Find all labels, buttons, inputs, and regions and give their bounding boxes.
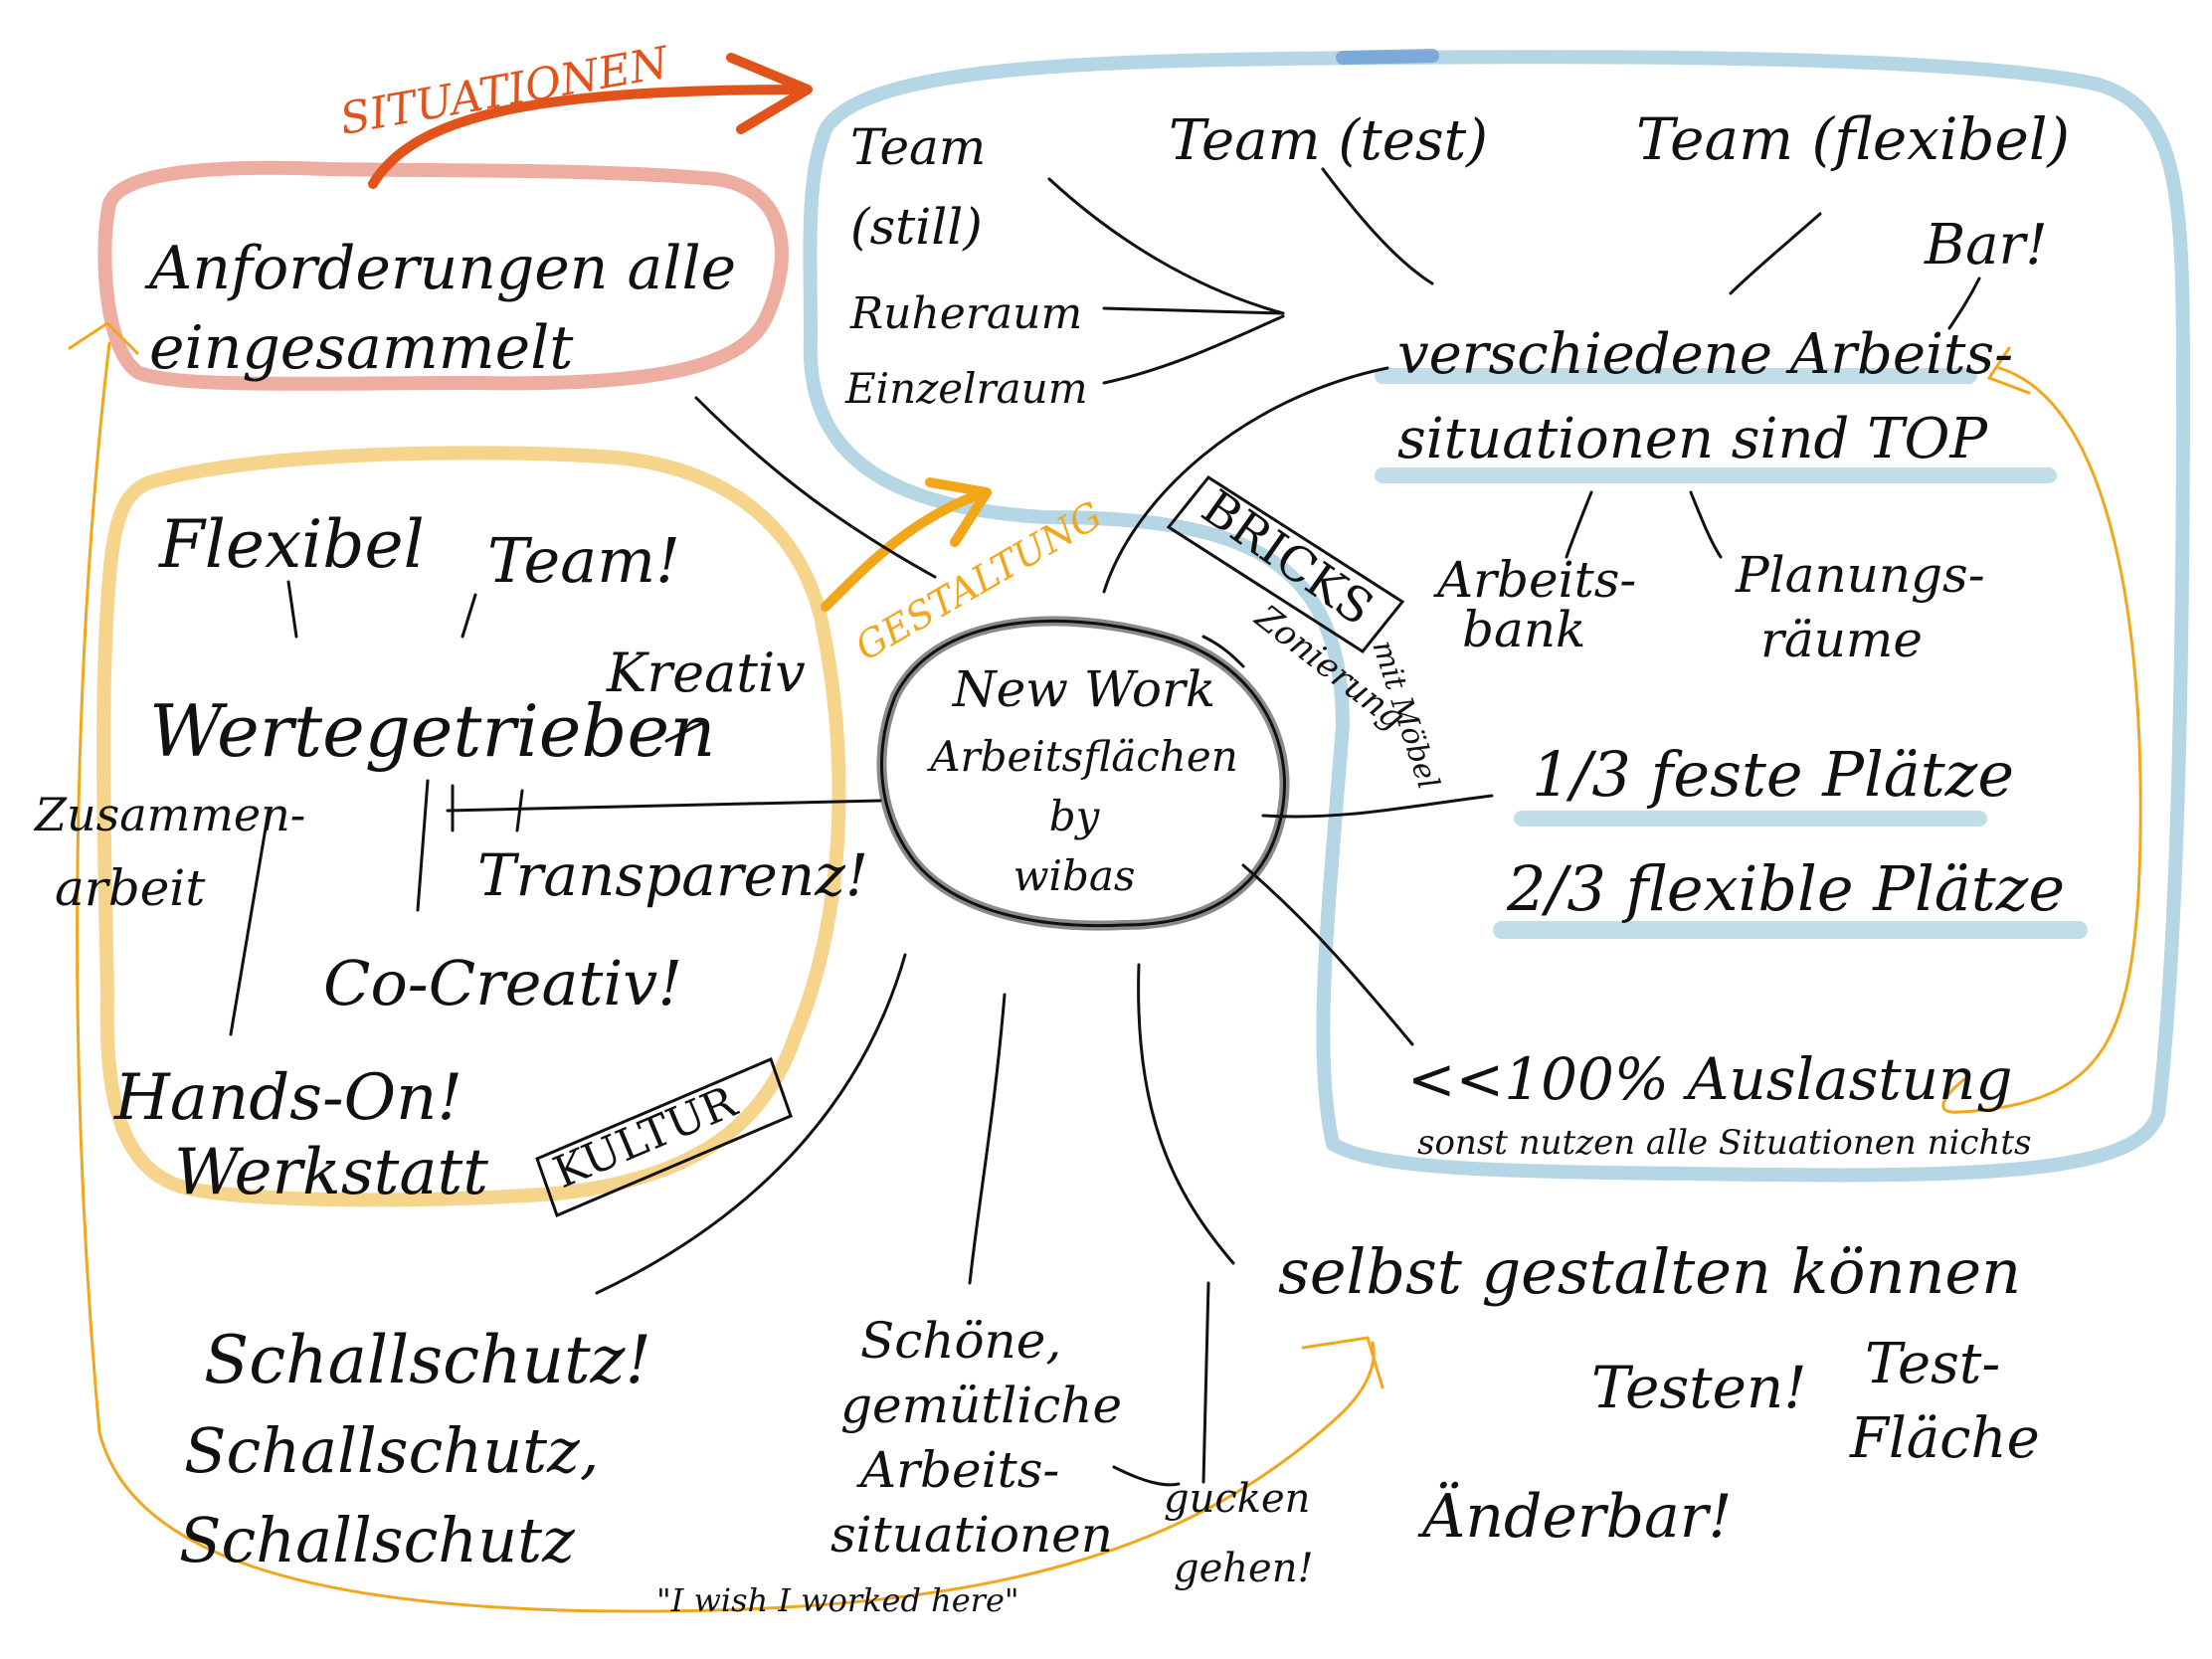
line-center-to-yellow — [446, 799, 882, 813]
kreativ-tick — [664, 719, 708, 743]
line-arbeitsbank — [1565, 490, 1593, 559]
gestaltung-arrow — [821, 487, 990, 612]
line-ruheraum — [1102, 306, 1285, 315]
red-region-outline — [97, 160, 789, 391]
line-team-flexibel — [1729, 212, 1822, 295]
line-team-still — [1047, 177, 1285, 315]
schoene-3: Arbeits- — [856, 1441, 1059, 1499]
gucken-1: gucken — [1164, 1476, 1310, 1522]
line-schoene-to-gucken — [1112, 1465, 1181, 1487]
schoene-2: gemütliche — [840, 1377, 1122, 1434]
verschiedene-line-2: situationen sind TOP — [1397, 407, 1988, 471]
team-test-label: Team (test) — [1169, 108, 1488, 173]
team-tick — [461, 593, 477, 639]
center-line-1: New Work — [952, 660, 1215, 718]
sonst-label: sonst nutzen alle Situationen nichts — [1417, 1123, 2031, 1163]
blue-region-outline — [803, 50, 2191, 1183]
line-center-to-verschiedene — [1102, 366, 1389, 594]
center-line-4: wibas — [1014, 851, 1136, 900]
line-team-test — [1321, 167, 1434, 285]
line-gucken-vertical — [1201, 1281, 1210, 1484]
line-einzelraum — [1102, 314, 1285, 385]
gestaltung-arrowhead — [925, 477, 992, 547]
auslastung-label: <<100% Auslastung — [1407, 1045, 2013, 1113]
arbeitsbank-line-1: Arbeits- — [1433, 551, 1636, 609]
kreativ-label: Kreativ — [606, 642, 806, 704]
center-line-3: by — [1049, 792, 1101, 840]
bar-label: Bar! — [1924, 213, 2048, 277]
orange-loop-left — [76, 341, 1376, 1613]
schoene-1: Schöne, — [860, 1312, 1061, 1370]
co-creativ-label: Co-Creativ! — [323, 947, 682, 1019]
schallschutz-2: Schallschutz, — [184, 1414, 599, 1487]
testflaeche-2: Fläche — [1849, 1406, 2040, 1471]
line-center-to-schoene — [968, 993, 1007, 1285]
planung-line-2: räume — [1760, 611, 1923, 668]
zusammenarbeit-tick — [229, 809, 271, 1036]
aenderbar-label: Änderbar! — [1417, 1482, 1733, 1552]
wish-label: "I wish I worked here" — [656, 1581, 1019, 1619]
situationen-arrowhead — [726, 53, 813, 134]
einzelraum-label: Einzelraum — [844, 364, 1088, 413]
team-still-1: Team — [850, 118, 986, 176]
red-line-2: eingesammelt — [149, 313, 574, 383]
transparenz-label: Transparenz! — [477, 841, 868, 909]
planung-line-1: Planungs- — [1735, 546, 1985, 604]
schallschutz-1: Schallschutz! — [204, 1322, 651, 1398]
orange-loop-bottom-head — [1301, 1336, 1384, 1389]
gucken-2: gehen! — [1174, 1546, 1314, 1591]
ruheraum-label: Ruheraum — [849, 288, 1082, 339]
schoene-4: situationen — [830, 1506, 1113, 1564]
line-center-to-schallschutz — [595, 953, 907, 1295]
zusammenarbeit-line-1: Zusammen- — [33, 788, 305, 841]
flexible-label: 2/3 flexible Plätze — [1506, 852, 2065, 925]
verschiedene-line-1: verschiedene Arbeits- — [1397, 322, 2013, 387]
situationen-label: SITUATIONEN — [336, 37, 673, 144]
situationen-arrow — [368, 85, 811, 189]
kultur-box — [535, 1056, 793, 1218]
wertegetrieben-divider-a — [416, 779, 430, 912]
gestaltung-label: GESTALTUNG — [848, 493, 1110, 669]
schallschutz-3: Schallschutz — [179, 1504, 575, 1576]
red-line-1: Anforderungen alle — [144, 234, 736, 303]
line-red-to-center — [694, 396, 937, 579]
line-center-to-auslastung — [1241, 863, 1414, 1046]
line-bar — [1947, 276, 1981, 330]
selbst-label: selbst gestalten können — [1278, 1235, 2021, 1308]
testflaeche-1: Test- — [1865, 1332, 2000, 1396]
orange-loop-left-head — [68, 321, 139, 355]
orange-loop-right — [1941, 366, 2142, 1114]
team-flexibel-label: Team (flexibel) — [1636, 105, 2070, 173]
team-label: Team! — [487, 524, 680, 597]
line-center-to-feste — [1261, 794, 1494, 819]
bricks-box — [1166, 475, 1405, 653]
flexibel-label: Flexibel — [158, 506, 425, 583]
blue-top-mark — [1336, 49, 1439, 65]
transparenz-tick — [515, 789, 524, 832]
center-line-2: Arbeitsflächen — [926, 732, 1238, 781]
arbeitsbank-line-2: bank — [1462, 601, 1585, 658]
hands-on-label: Hands-On! — [113, 1061, 462, 1135]
feste-label: 1/3 feste Plätze — [1532, 738, 2014, 811]
team-still-2: (still) — [850, 198, 983, 256]
line-center-to-bricks — [1201, 635, 1245, 668]
testen-label: Testen! — [1591, 1354, 1807, 1421]
zusammenarbeit-line-2: arbeit — [55, 859, 206, 917]
werkstatt-label: Werkstatt — [174, 1136, 488, 1209]
line-planung — [1689, 490, 1723, 559]
orange-loop-right-head — [1986, 346, 2031, 395]
flexibel-tick — [286, 580, 298, 639]
wertegetrieben-label: Wertegetrieben — [149, 689, 715, 773]
line-center-to-gucken — [1137, 963, 1235, 1265]
